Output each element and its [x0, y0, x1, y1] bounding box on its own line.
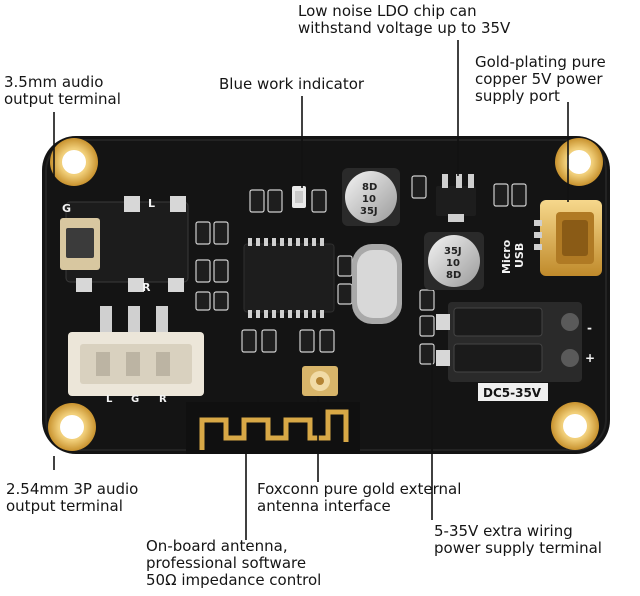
electrolytic-capacitor-1: 8D 10 35J — [342, 168, 400, 226]
main-ic-chip — [243, 238, 335, 318]
antenna-connector — [302, 366, 338, 396]
header-3p — [68, 306, 204, 396]
callout-antenna-interface-line2: antenna interface — [257, 497, 391, 515]
callout-usb-line3: supply port — [475, 87, 560, 105]
callout-power-terminal-line2: power supply terminal — [434, 539, 602, 557]
callout-power-terminal-line1: 5-35V extra wiring — [434, 522, 573, 540]
callout-usb-line1: Gold-plating pure — [475, 53, 606, 71]
silk-dc-label: DC5-35V — [483, 386, 542, 400]
callout-onboard-antenna-line2: professional software — [146, 554, 307, 572]
silk-r: R — [142, 281, 151, 294]
callout-onboard-antenna-line3: 50Ω impedance control — [146, 571, 322, 589]
mounting-hole-top-left — [50, 138, 98, 186]
cap2-line3: 8D — [446, 270, 461, 281]
callout-audio-3p-line1: 2.54mm 3P audio — [6, 480, 139, 498]
cap2-line1: 35J — [444, 246, 462, 257]
callout-audio-3p-line2: output terminal — [6, 497, 123, 515]
dc-label-plate — [478, 383, 548, 401]
power-screw-terminal — [436, 302, 582, 382]
cap2-line2: 10 — [446, 258, 460, 269]
callout-antenna-interface: Foxconn pure gold external antenna inter… — [257, 481, 461, 515]
callout-onboard-antenna: On-board antenna, professional software … — [146, 538, 321, 589]
silk-header-r: R — [159, 394, 167, 405]
mounting-hole-bottom-right — [551, 402, 599, 450]
callout-blue-indicator-line1: Blue work indicator — [219, 75, 365, 93]
cap1-line2: 10 — [362, 194, 376, 205]
callout-ldo-line2: withstand voltage up to 35V — [298, 19, 511, 37]
silk-l: L — [148, 197, 155, 210]
ldo-regulator — [436, 174, 476, 222]
callout-power-terminal: 5-35V extra wiring power supply terminal — [434, 523, 602, 557]
crystal-oscillator — [352, 244, 402, 324]
electrolytic-capacitor-2: 35J 10 8D — [424, 232, 484, 290]
callout-ldo-line1: Low noise LDO chip can — [298, 2, 477, 20]
callout-usb-port: Gold-plating pure copper 5V power supply… — [475, 54, 606, 105]
mounting-hole-bottom-left — [48, 403, 96, 451]
smd-components — [195, 175, 527, 365]
silk-header-g: G — [131, 394, 139, 405]
callout-audio-35mm: 3.5mm audio output terminal — [4, 74, 121, 108]
micro-usb-port — [534, 200, 602, 276]
callout-audio-3p: 2.54mm 3P audio output terminal — [6, 481, 138, 515]
cap1-line1: 8D — [362, 182, 377, 193]
silk-minus: - — [587, 321, 592, 335]
callout-onboard-antenna-line1: On-board antenna, — [146, 537, 288, 555]
mounting-hole-top-right — [555, 138, 603, 186]
cap1-line3: 35J — [360, 206, 378, 217]
silk-header-l: L — [106, 394, 113, 405]
callout-audio-35mm-line2: output terminal — [4, 90, 121, 108]
silk-usb: USB — [513, 243, 526, 268]
silk-micro: Micro — [500, 239, 513, 274]
callout-ldo-chip: Low noise LDO chip can withstand voltage… — [298, 3, 510, 37]
callout-antenna-interface-line1: Foxconn pure gold external — [257, 480, 462, 498]
callout-blue-indicator: Blue work indicator — [219, 76, 364, 93]
callout-leader-lines — [53, 40, 569, 540]
silk-plus: + — [585, 351, 595, 365]
callout-usb-line2: copper 5V power — [475, 70, 603, 88]
audio-jack-3-5mm — [60, 196, 189, 292]
onboard-antenna-trace — [186, 402, 360, 454]
callout-audio-35mm-line1: 3.5mm audio — [4, 73, 104, 91]
silk-g: G — [62, 202, 71, 215]
blue-indicator-led — [292, 186, 306, 208]
